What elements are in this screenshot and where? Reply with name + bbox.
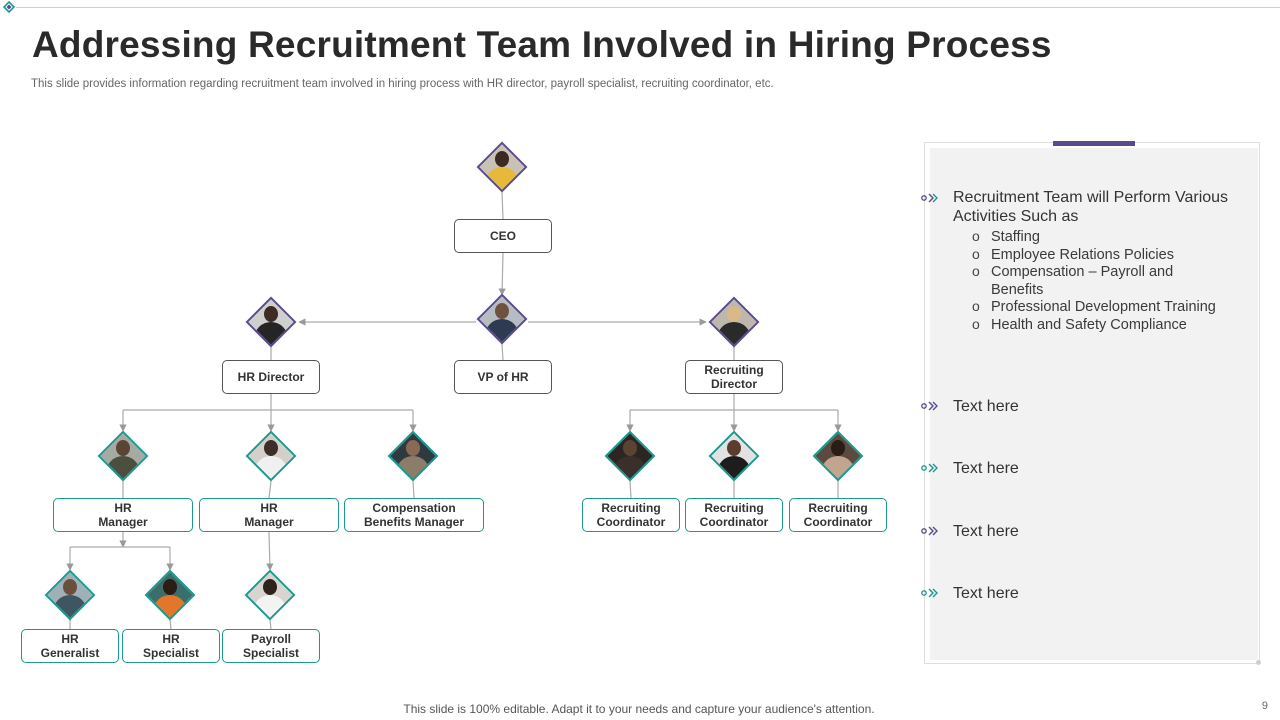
page-subtitle: This slide provides information regardin… xyxy=(31,78,774,90)
main-bullet-text: Recruitment Team will Perform Various Ac… xyxy=(953,189,1229,225)
connector-hr_manager_2 xyxy=(266,531,274,571)
top-rule xyxy=(16,7,1280,8)
org-node-recruiting-coordinator-3: Recruiting Coordinator xyxy=(789,498,887,532)
org-node-hr-director: HR Director xyxy=(222,360,320,394)
connector-stem xyxy=(412,480,415,499)
connector-stem xyxy=(268,480,272,499)
page-number: 9 xyxy=(1261,700,1268,712)
org-node-recruiting-coordinator-2: Recruiting Coordinator xyxy=(685,498,783,532)
diamond-logo-icon xyxy=(3,1,15,13)
connector-stem xyxy=(169,619,172,630)
double-chevron-icon xyxy=(921,193,938,203)
activities-list: Staffing Employee Relations Policies Com… xyxy=(972,228,1222,335)
org-node-hr-manager-1: HR Manager xyxy=(53,498,193,532)
text-here-bullet: Text here xyxy=(953,585,1019,602)
org-node-recruiting-director: Recruiting Director xyxy=(685,360,783,394)
text-here-bullet: Text here xyxy=(953,523,1019,540)
org-node-hr-manager-2: HR Manager xyxy=(199,498,339,532)
org-chart-connectors xyxy=(66,191,842,630)
connector-ceo-vp xyxy=(498,252,506,296)
page-title: Addressing Recruitment Team Involved in … xyxy=(32,24,1052,65)
activity-item: Compensation – Payroll and Benefits xyxy=(972,263,1222,299)
org-node-payroll-specialist: Payroll Specialist xyxy=(222,629,320,663)
double-chevron-icon xyxy=(921,588,938,598)
activity-item: Health and Safety Compliance xyxy=(972,316,1222,335)
double-chevron-icon xyxy=(921,526,938,536)
org-node-hr-specialist: HR Specialist xyxy=(122,629,220,663)
panel-accent-bar xyxy=(1053,141,1135,146)
org-node-hr-generalist: HR Generalist xyxy=(21,629,119,663)
org-chart: CEO VP of HR HR Director Recruiting Directo… xyxy=(21,141,887,663)
double-chevron-icon xyxy=(921,463,938,473)
panel-corner-dot xyxy=(1256,660,1261,665)
connector-stem xyxy=(269,619,272,630)
connector-stem xyxy=(629,480,632,499)
activity-item: Professional Development Training xyxy=(972,298,1222,317)
org-node-recruiting-coordinator-1: Recruiting Coordinator xyxy=(582,498,680,532)
activity-item: Staffing xyxy=(972,228,1222,247)
activity-item: Employee Relations Policies xyxy=(972,246,1222,265)
org-node-ceo: CEO xyxy=(454,219,552,253)
org-node-vp-hr: VP of HR xyxy=(454,360,552,394)
double-chevron-icon xyxy=(921,401,938,411)
connector-stem xyxy=(501,191,504,220)
org-node-comp-benefits-manager: Compensation Benefits Manager xyxy=(344,498,484,532)
footer-note: This slide is 100% editable. Adapt it to… xyxy=(403,702,875,716)
connector-stem xyxy=(501,343,504,361)
text-here-bullet: Text here xyxy=(953,460,1019,477)
text-here-bullet: Text here xyxy=(953,398,1019,415)
